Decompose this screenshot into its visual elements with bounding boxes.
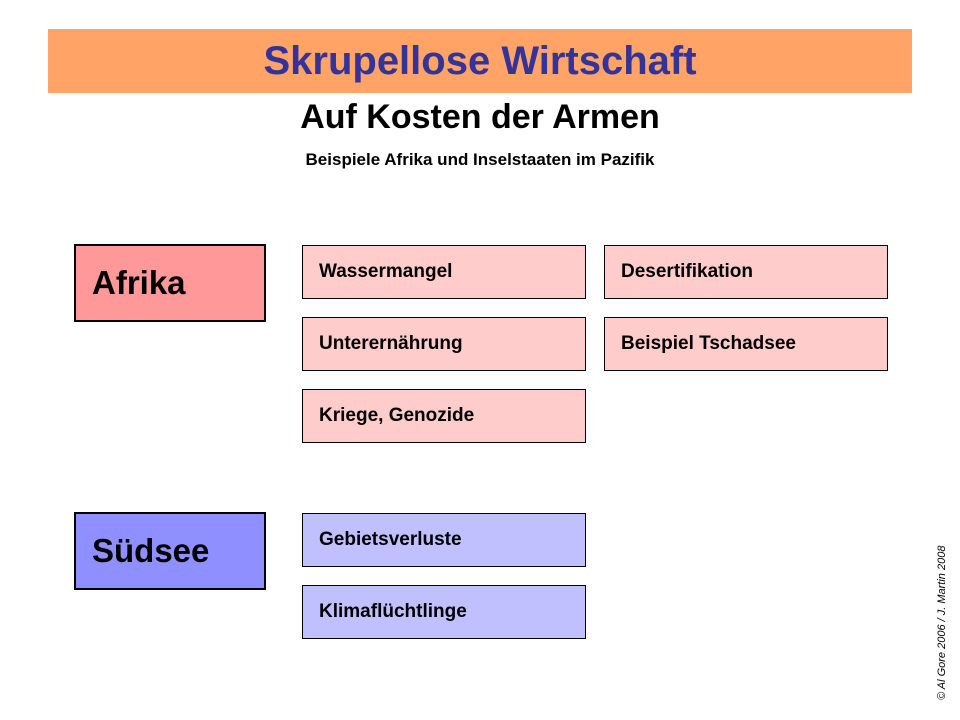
item-kriege-genozide: Kriege, Genozide [302, 389, 586, 443]
subtitle: Auf Kosten der Armen [300, 98, 660, 136]
item-desertifikation: Desertifikation [604, 245, 888, 299]
item-klimafluechtlinge: Klimaflüchtlinge [302, 585, 586, 639]
item-beispiel-tschadsee: Beispiel Tschadsee [604, 317, 888, 371]
category-afrika: Afrika [74, 244, 266, 322]
item-gebietsverluste: Gebietsverluste [302, 513, 586, 567]
category-suedsee: Südsee [74, 512, 266, 590]
copyright-credit: © Al Gore 2006 / J. Martin 2008 [936, 545, 948, 700]
page-title: Skrupellose Wirtschaft [263, 38, 697, 83]
title-banner: Skrupellose Wirtschaft [48, 29, 912, 93]
item-wassermangel: Wassermangel [302, 245, 586, 299]
item-unterernaehrung: Unterernährung [302, 317, 586, 371]
sub-subtitle: Beispiele Afrika und Inselstaaten im Paz… [305, 150, 655, 169]
